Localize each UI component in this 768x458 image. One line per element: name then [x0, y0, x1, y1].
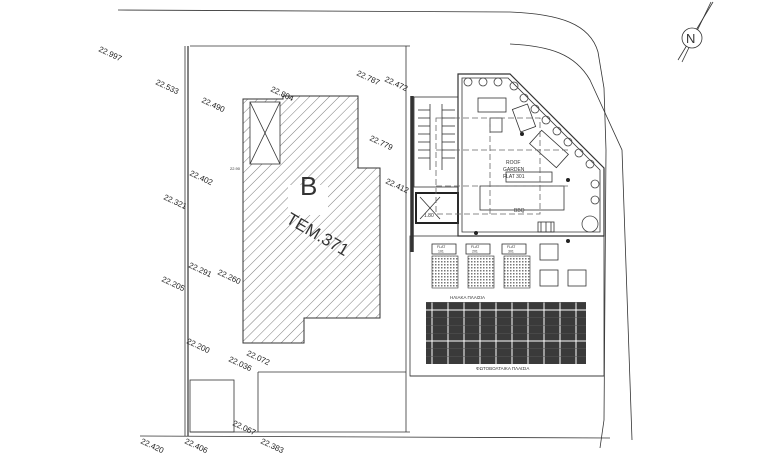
- road-edge-line: [117, 9, 607, 449]
- flat1-number: 101: [438, 250, 444, 254]
- lift-shaft: [415, 192, 459, 224]
- level-label: 22.402: [188, 169, 214, 188]
- level-label: 22.412: [384, 177, 410, 196]
- flat2-number: 201: [472, 250, 478, 254]
- lower-left-structure: [189, 379, 235, 433]
- lounger: [511, 103, 537, 133]
- pv-panel-row-bottom: [426, 333, 586, 364]
- north-letter: N: [686, 31, 695, 46]
- stair-treads: [418, 104, 455, 170]
- level-label: 22.291: [187, 261, 213, 280]
- flat2-label: FLAT: [471, 245, 480, 249]
- solar-panels-label: ΗΛΙΑΚΑ ΠΛΑΙΣΙΑ: [450, 295, 485, 300]
- dining-table: [529, 129, 569, 169]
- planters: [463, 77, 600, 233]
- level-label: 22.383: [259, 437, 285, 456]
- stair-dimension: 1.80: [424, 213, 434, 219]
- level-label: 22.533: [154, 78, 180, 97]
- flat1-label: FLAT: [437, 245, 446, 249]
- bbq-counter: [479, 185, 565, 211]
- roof-garden-outline: [457, 73, 605, 237]
- level-label: 22.200: [185, 337, 211, 356]
- level-label: 22.420: [139, 437, 165, 456]
- level-label: 22.406: [183, 437, 209, 456]
- pv-panels-label: ΦΩΤΟΒΟΛΤΑΙΚΑ ΠΛΑΙΣΙΑ: [476, 366, 529, 371]
- sofa: [477, 97, 507, 113]
- small-level-text: 22.90: [230, 166, 241, 171]
- bbq-label: BBQ: [514, 208, 525, 214]
- level-label: 22.490: [200, 96, 226, 115]
- roof-garden-label-1: ROOF: [506, 160, 520, 166]
- north-compass: N: [677, 1, 714, 63]
- level-label: 22.787: [355, 69, 381, 88]
- level-label: 22.067: [231, 419, 257, 438]
- level-label: 22.997: [97, 45, 123, 64]
- plot-boundary-bottom: [139, 435, 611, 439]
- roof-garden-label-2: GARDEN: [503, 167, 525, 173]
- plot-letter: B: [300, 171, 317, 201]
- flat3-label: FLAT: [507, 245, 516, 249]
- level-label: 22.260: [216, 268, 242, 287]
- pv-panel-row-top: [426, 302, 586, 333]
- flat3-number: 301: [508, 250, 514, 254]
- level-label: 22.205: [160, 275, 186, 294]
- solar-thermal-panels: FLAT 101 FLAT 201 FLAT 301: [431, 243, 587, 289]
- level-label: 22.779: [368, 134, 394, 153]
- roof-garden-label-3: FLAT 301: [503, 174, 525, 180]
- road-curb-line: [509, 43, 633, 441]
